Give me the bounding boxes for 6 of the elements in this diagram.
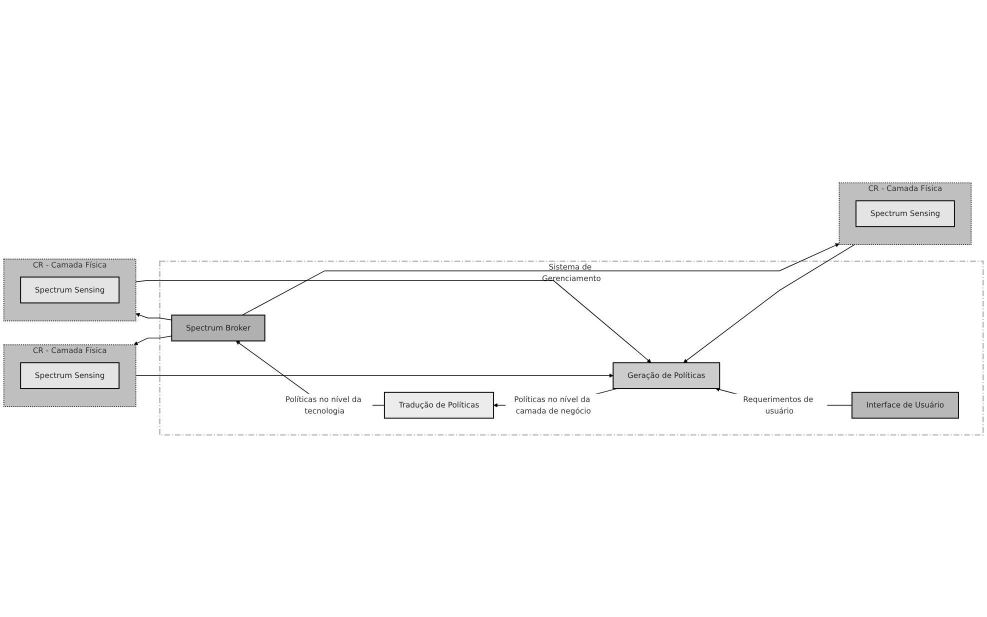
arrow bbox=[134, 335, 172, 345]
arrow bbox=[135, 373, 614, 378]
arrow bbox=[136, 312, 172, 320]
arrow bbox=[242, 242, 840, 316]
arrow bbox=[683, 244, 856, 362]
arrow bbox=[135, 280, 652, 362]
